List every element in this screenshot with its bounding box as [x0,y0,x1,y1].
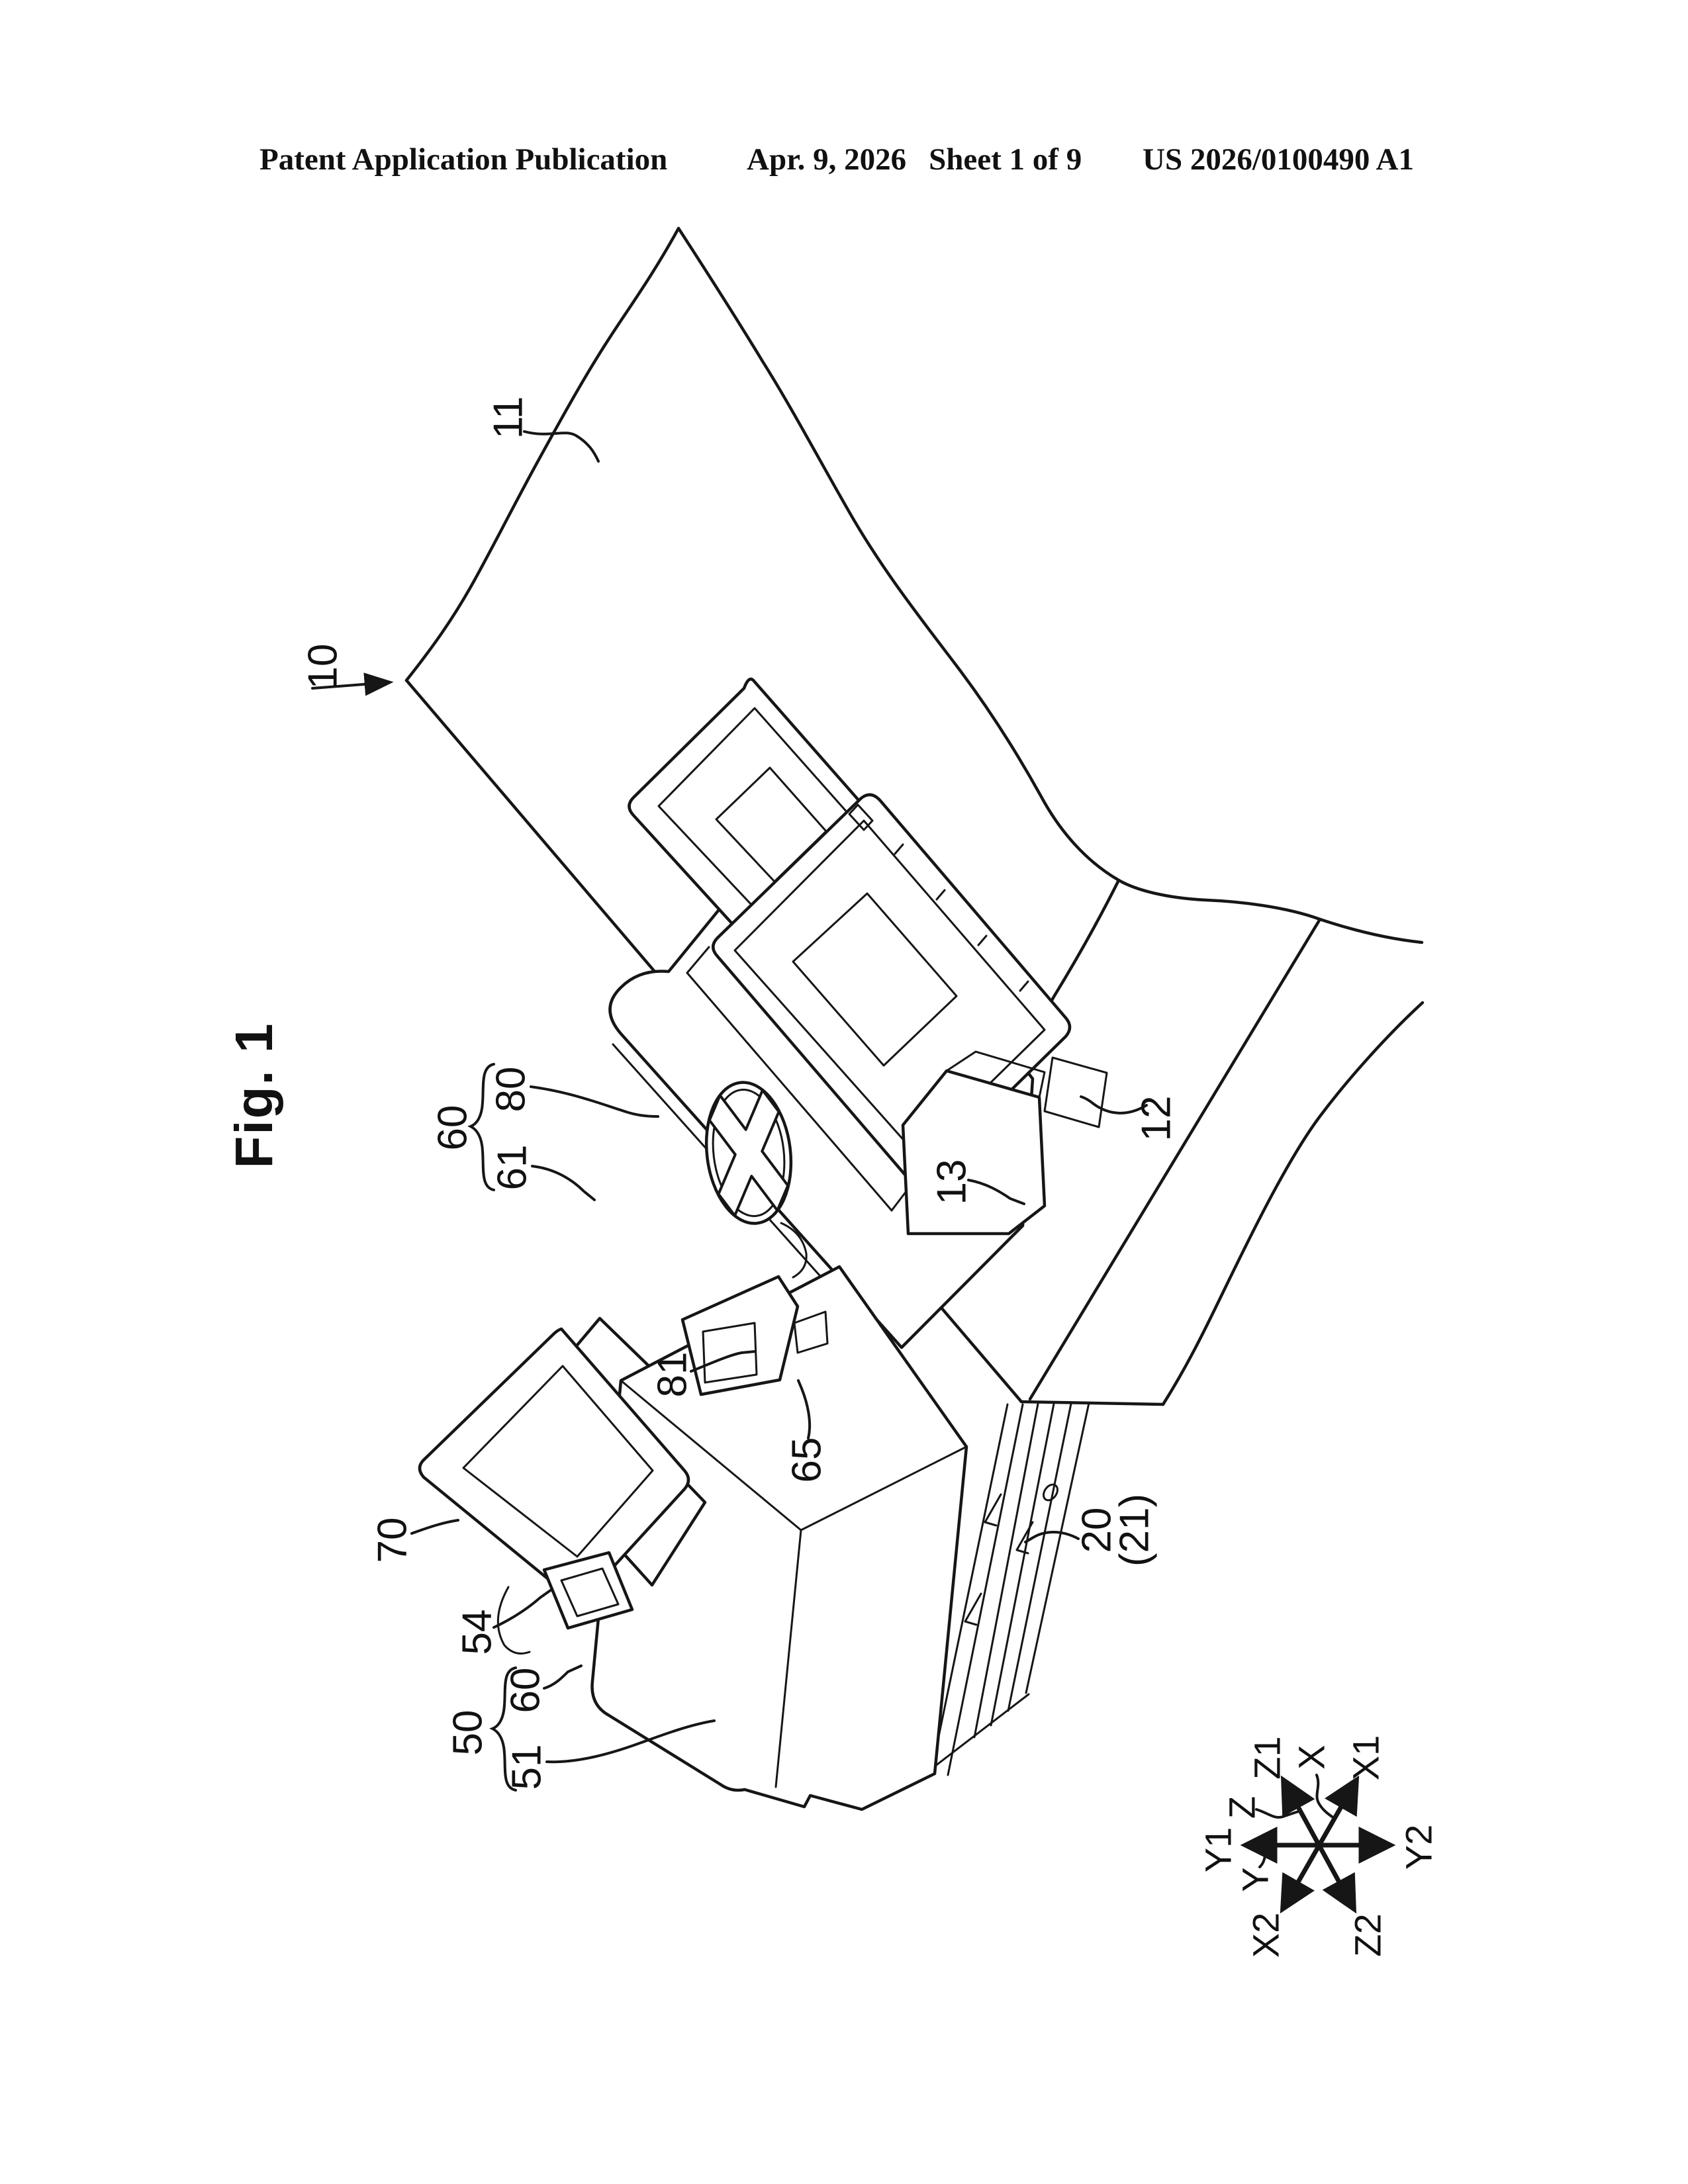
ref-label-13: 13 [929,1160,975,1205]
leader-54 [492,1588,553,1629]
header-date: Apr. 9, 2026 [747,142,907,177]
leader-13 [967,1179,1025,1205]
disc-inner-ring [712,1088,786,1218]
stopper-window [560,1567,620,1617]
ref-label-51: 51 [504,1745,550,1790]
axis-label-y2: Y2 [1398,1825,1440,1870]
leader-61 [531,1165,596,1201]
rail-line [947,1403,1024,1776]
frame-ring-inner [462,1365,654,1558]
latch-block-face [680,1275,800,1396]
tray-corner-tab [848,803,874,831]
rail-20 [931,1402,1090,1776]
reference-numerals: 10 11 60 80 61 12 13 81 65 70 54 50 60 5… [301,396,1180,1790]
lower-body-front-edge [774,1529,802,1788]
axis-label-x2: X2 [1245,1913,1287,1958]
disc-x-emblem [706,1089,790,1218]
ref-label-12: 12 [1134,1096,1180,1142]
rim-tick [935,889,946,901]
y-axis-leader [1258,1844,1280,1868]
brace-50 [489,1666,517,1792]
leader-60-bottom [543,1664,583,1690]
x-axis-leader [1315,1774,1335,1819]
leader-10 [311,672,394,696]
header-sheet-number: Sheet 1 of 9 [929,142,1082,177]
rim-tick [894,843,904,855]
panel-flange-edge [1028,917,1322,1401]
panel-fold-line [1035,878,1121,1029]
rail-line [973,1402,1039,1739]
axis-label-z2: Z2 [1347,1913,1389,1956]
lower-body-outline [590,1265,968,1811]
latch-block-65 [680,1275,829,1396]
axis-label-z: Z [1221,1796,1263,1819]
header-date-sheet: Apr. 9, 2026 Sheet 1 of 9 [747,142,1082,177]
axis-label-y1: Y1 [1197,1827,1239,1873]
axis-label-y: Y [1235,1867,1276,1891]
tray-side-wall [686,946,710,974]
leader-81 [690,1350,757,1373]
panel-break-edge-left [404,226,680,682]
leader-80 [530,1085,659,1118]
leader-70 [410,1519,459,1535]
lower-body-50 [590,1265,968,1811]
latch-side-tab [793,1310,829,1354]
ref-label-65: 65 [784,1437,830,1483]
leader-51 [545,1719,716,1764]
ref-label-60-bottom: 60 [503,1668,549,1713]
rail-hook [1015,1521,1034,1555]
grommet-disc [704,1081,793,1225]
ref-label-80: 80 [489,1067,534,1113]
axis-indicator: Z1 X X1 Z Y1 Y2 Y X2 Z2 [1197,1735,1440,1958]
ref-label-70: 70 [370,1518,416,1563]
rim-tick [1019,980,1029,992]
stopper-foot [496,1586,531,1655]
rail-hole [1043,1483,1058,1502]
panel-bottom-edge [1019,1400,1165,1406]
rail-hook [964,1592,982,1626]
ref-label-50: 50 [445,1710,491,1756]
panel-break-edge-bottom [1161,1001,1425,1406]
ref-label-81: 81 [650,1352,696,1398]
header-publication-type: Patent Application Publication [259,142,668,177]
ref-label-61: 61 [490,1145,536,1191]
box13-top-bevel [945,1050,1046,1099]
rail-line [931,1403,1009,1770]
rim-tick [977,934,988,946]
disc-boss [780,1222,808,1279]
rail-line [1025,1402,1090,1694]
ref-label-60-top: 60 [430,1105,476,1151]
z-axis-leader [1255,1808,1300,1819]
header-publication-number: US 2026/0100490 A1 [1143,142,1414,177]
axis-label-x: X [1291,1745,1333,1769]
rail-line [990,1402,1055,1727]
panel-break-edge-right [677,226,1424,944]
z-axis-arrow [1280,1775,1357,1914]
ref-label-10: 10 [301,644,346,690]
tray-window [792,892,958,1067]
ref-label-20: 20 [1074,1508,1120,1553]
rail-end-cap [931,1693,1030,1770]
leader-lines [311,430,1148,1792]
leader-65 [797,1379,812,1439]
brace-60 [467,1063,495,1191]
axis-label-z1: Z1 [1246,1736,1288,1779]
leader-11 [523,430,600,463]
leader-12 [1080,1095,1148,1115]
mounting-slot-12 [1043,1056,1108,1128]
ref-label-21: (21) [1112,1494,1158,1567]
axis-label-x1: X1 [1345,1735,1387,1781]
figure-caption: Fig. 1 [224,1023,283,1169]
box-13 [901,1050,1047,1236]
tray-side-wall [686,972,893,1212]
rail-line [1007,1402,1072,1712]
leader-20 [1024,1531,1080,1543]
ref-label-54: 54 [455,1610,500,1655]
rail-hook [984,1493,1002,1527]
stopper-face [542,1551,634,1630]
stopper-54 [496,1551,634,1655]
ref-label-11: 11 [486,396,532,439]
clip-frame-70 [418,1327,707,1603]
